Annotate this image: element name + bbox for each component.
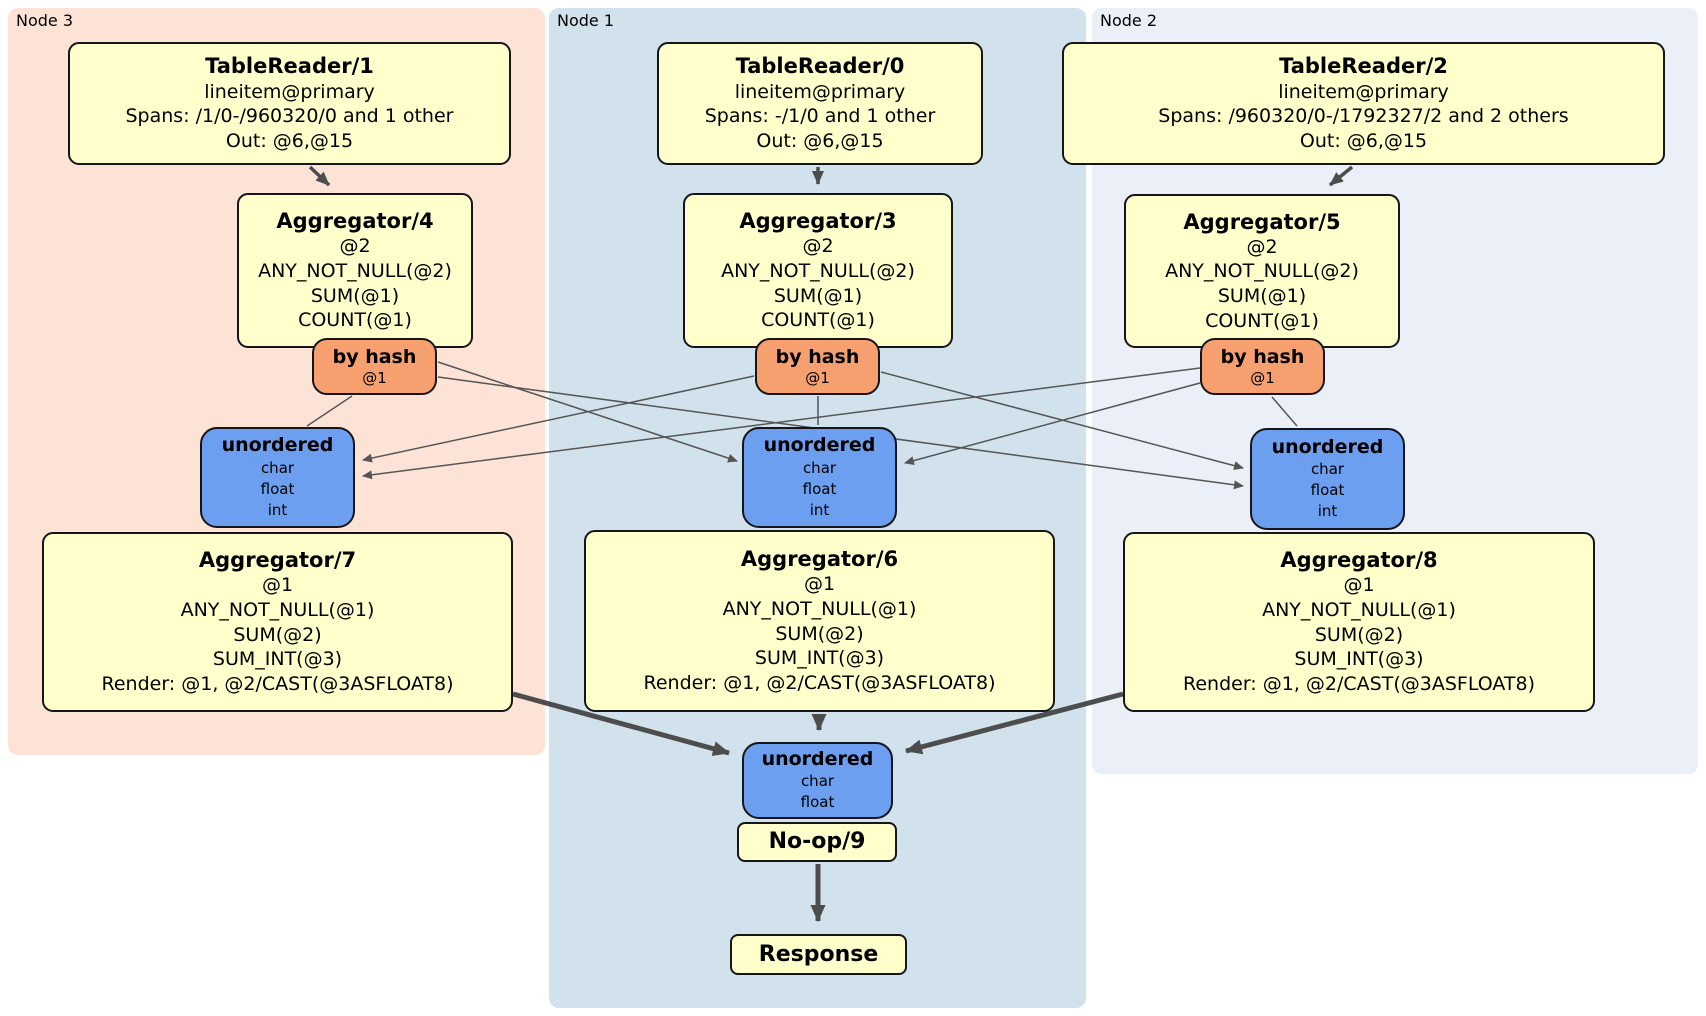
- unordered-sync-final: unordered char float: [742, 742, 893, 819]
- box-line: ANY_NOT_NULL(@2): [1165, 260, 1359, 283]
- box-line: ANY_NOT_NULL(@2): [721, 259, 915, 282]
- box-line: @2: [339, 235, 371, 258]
- box-line: COUNT(@1): [761, 309, 875, 332]
- hash-router-node1: by hash @1: [755, 338, 880, 395]
- box-line: SUM(@2): [233, 623, 322, 646]
- box-line: COUNT(@1): [1205, 309, 1319, 332]
- box-line: int: [809, 500, 830, 519]
- aggregator-4-box: Aggregator/4 @2 ANY_NOT_NULL(@2) SUM(@1)…: [237, 193, 473, 348]
- aggregator-5-box: Aggregator/5 @2 ANY_NOT_NULL(@2) SUM(@1)…: [1124, 194, 1400, 348]
- aggregator-8-box: Aggregator/8 @1 ANY_NOT_NULL(@1) SUM(@2)…: [1123, 532, 1595, 712]
- unordered-sync-node2: unordered char float int: [1250, 428, 1405, 530]
- box-title: unordered: [763, 434, 876, 457]
- aggregator-3-box: Aggregator/3 @2 ANY_NOT_NULL(@2) SUM(@1)…: [683, 193, 953, 348]
- box-line: @1: [1250, 368, 1275, 387]
- box-title: Aggregator/7: [198, 548, 357, 573]
- box-line: ANY_NOT_NULL(@1): [1262, 599, 1456, 622]
- box-title: Aggregator/8: [1280, 548, 1438, 573]
- box-line: SUM(@2): [775, 622, 864, 645]
- box-line: SUM_INT(@3): [1294, 648, 1424, 671]
- box-line: float: [802, 479, 837, 498]
- box-title: unordered: [761, 747, 874, 770]
- box-title: TableReader/1: [205, 54, 374, 79]
- tablereader-to-aggregator-arrows: [308, 165, 1354, 187]
- box-line: float: [260, 479, 295, 498]
- box-line: lineitem@primary: [204, 80, 375, 103]
- box-line: Render: @1, @2/CAST(@3ASFLOAT8): [643, 672, 996, 695]
- node-3-label: Node 3: [16, 11, 74, 30]
- box-line: int: [267, 500, 288, 519]
- box-line: @2: [802, 235, 834, 258]
- box-line: @1: [362, 368, 387, 387]
- box-line: lineitem@primary: [734, 80, 906, 103]
- box-line: Out: @6,@15: [225, 129, 354, 152]
- box-line: SUM(@1): [773, 284, 863, 307]
- box-title: Aggregator/6: [740, 547, 899, 572]
- box-line: @2: [1246, 235, 1278, 258]
- box-line: @1: [803, 573, 836, 596]
- box-line: float: [1310, 481, 1345, 500]
- node-2-label: Node 2: [1100, 11, 1158, 30]
- box-line: char: [800, 772, 835, 791]
- box-title: TableReader/2: [1279, 54, 1448, 79]
- box-title: unordered: [1271, 435, 1384, 458]
- box-title: TableReader/0: [735, 54, 905, 79]
- box-title: unordered: [221, 434, 334, 457]
- box-line: SUM_INT(@3): [212, 648, 343, 671]
- box-line: Render: @1, @2/CAST(@3ASFLOAT8): [101, 673, 454, 696]
- aggregator-7-box: Aggregator/7 @1 ANY_NOT_NULL(@1) SUM(@2)…: [42, 532, 513, 712]
- box-line: ANY_NOT_NULL(@1): [180, 599, 375, 622]
- box-title: by hash: [332, 346, 417, 368]
- tablereader-1-box: TableReader/1 lineitem@primary Spans: /1…: [68, 42, 511, 165]
- box-line: char: [1310, 460, 1345, 479]
- box-title: Aggregator/4: [276, 209, 434, 233]
- box-line: @1: [1343, 574, 1375, 597]
- node-1-label: Node 1: [557, 11, 615, 30]
- box-title: by hash: [1220, 346, 1305, 368]
- box-line: float: [800, 793, 835, 812]
- box-line: @1: [805, 368, 830, 387]
- box-line: char: [802, 458, 837, 477]
- final-stage-arrows: [512, 691, 1124, 922]
- box-line: ANY_NOT_NULL(@1): [722, 598, 917, 621]
- box-line: SUM(@2): [1314, 623, 1404, 646]
- box-line: @1: [261, 574, 294, 597]
- box-line: Out: @6,@15: [1299, 129, 1428, 152]
- box-title: Aggregator/3: [739, 209, 897, 233]
- box-line: SUM(@1): [310, 284, 400, 307]
- tablereader-0-box: TableReader/0 lineitem@primary Spans: -/…: [657, 42, 983, 165]
- tablereader-2-box: TableReader/2 lineitem@primary Spans: /9…: [1062, 42, 1665, 165]
- box-line: int: [1317, 502, 1338, 521]
- box-title: No-op/9: [768, 829, 866, 855]
- box-line: char: [260, 458, 295, 477]
- hash-router-node2: by hash @1: [1200, 338, 1325, 395]
- box-title: Aggregator/5: [1183, 209, 1341, 234]
- aggregator-6-box: Aggregator/6 @1 ANY_NOT_NULL(@1) SUM(@2)…: [584, 530, 1055, 712]
- box-line: SUM_INT(@3): [754, 647, 885, 670]
- box-title: by hash: [775, 346, 860, 368]
- box-line: Out: @6,@15: [756, 129, 884, 152]
- box-line: Render: @1, @2/CAST(@3ASFLOAT8): [1183, 673, 1535, 696]
- box-line: lineitem@primary: [1278, 80, 1449, 103]
- response-box: Response: [730, 934, 907, 975]
- hash-router-node3: by hash @1: [312, 338, 437, 395]
- box-line: Spans: /960320/0-/1792327/2 and 2 others: [1158, 105, 1569, 128]
- noop-9-box: No-op/9: [737, 822, 897, 862]
- box-line: SUM(@1): [1217, 285, 1307, 308]
- box-line: COUNT(@1): [298, 309, 412, 332]
- box-line: Spans: -/1/0 and 1 other: [704, 105, 936, 128]
- box-title: Response: [758, 941, 879, 967]
- box-line: Spans: /1/0-/960320/0 and 1 other: [125, 105, 454, 128]
- unordered-sync-node1: unordered char float int: [742, 427, 897, 528]
- box-line: ANY_NOT_NULL(@2): [258, 259, 452, 282]
- unordered-sync-node3: unordered char float int: [200, 427, 355, 528]
